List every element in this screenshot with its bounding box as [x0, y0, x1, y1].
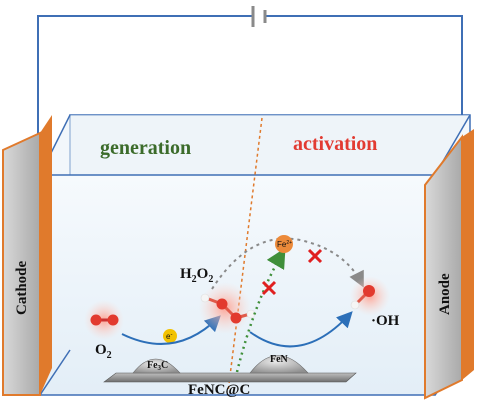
ferrous-ion-label: Fe2+: [277, 240, 292, 249]
oxygen-atom: [230, 312, 242, 324]
oxygen-atom: [216, 298, 228, 310]
catalyst-label: FeNC@C: [188, 382, 250, 398]
cathode-face: [1, 131, 41, 396]
fen-label: FeN: [270, 354, 289, 365]
hydrogen-atom: [200, 293, 210, 303]
oxygen-atom: [90, 314, 102, 326]
block-mark-upper: [307, 248, 323, 264]
peroxide-label: H2O2: [180, 266, 213, 285]
cathode-electrode: Cathode: [1, 115, 52, 396]
block-stroke: [261, 280, 277, 296]
ferrous-ion: Fe2+: [275, 235, 293, 253]
fen-particle: [249, 355, 309, 374]
phase-divider: [227, 117, 263, 393]
oxygen-atom: [107, 314, 119, 326]
cathode-label: Cathode: [14, 260, 30, 315]
anode-side: [462, 129, 474, 380]
circuit-wire-right: [265, 15, 463, 137]
activation-arrow: [249, 311, 353, 348]
substrate-slab: [103, 372, 357, 383]
hydrogen-atom: [350, 300, 360, 310]
ferrous-ion-dot: [275, 235, 293, 253]
oxygen-label: O2: [95, 342, 112, 361]
electron-label: e-: [166, 332, 172, 341]
cathode-side: [40, 115, 52, 395]
electron: e-: [163, 329, 177, 343]
electron-dot: [163, 329, 177, 343]
activation-label: activation: [293, 133, 377, 155]
circuit-wire: [37, 15, 253, 145]
anode-electrode: Anode: [424, 129, 474, 400]
homogeneous-fenton-path: [211, 237, 364, 290]
tank-edge-left-bottom: [39, 349, 71, 396]
hydroxyl-label: ·OH: [371, 313, 400, 329]
anode-label: Anode: [437, 273, 453, 315]
oxygen-atom: [363, 285, 375, 297]
generation-label: generation: [100, 137, 191, 159]
hydroxyl-radical: ·OH: [350, 276, 400, 329]
external-circuit: [37, 6, 463, 145]
peroxide-molecule: H2O2: [180, 266, 256, 334]
block-stroke: [307, 248, 323, 264]
fe3c-label: Fe3C: [147, 360, 168, 372]
block-mark-lower: [261, 280, 277, 296]
tank-water: [40, 115, 470, 175]
fe3c-particle: [132, 358, 181, 374]
catalyst-substrate: Fe3C FeN FeNC@C: [103, 354, 357, 398]
oxygen-molecule: O2: [84, 300, 124, 361]
